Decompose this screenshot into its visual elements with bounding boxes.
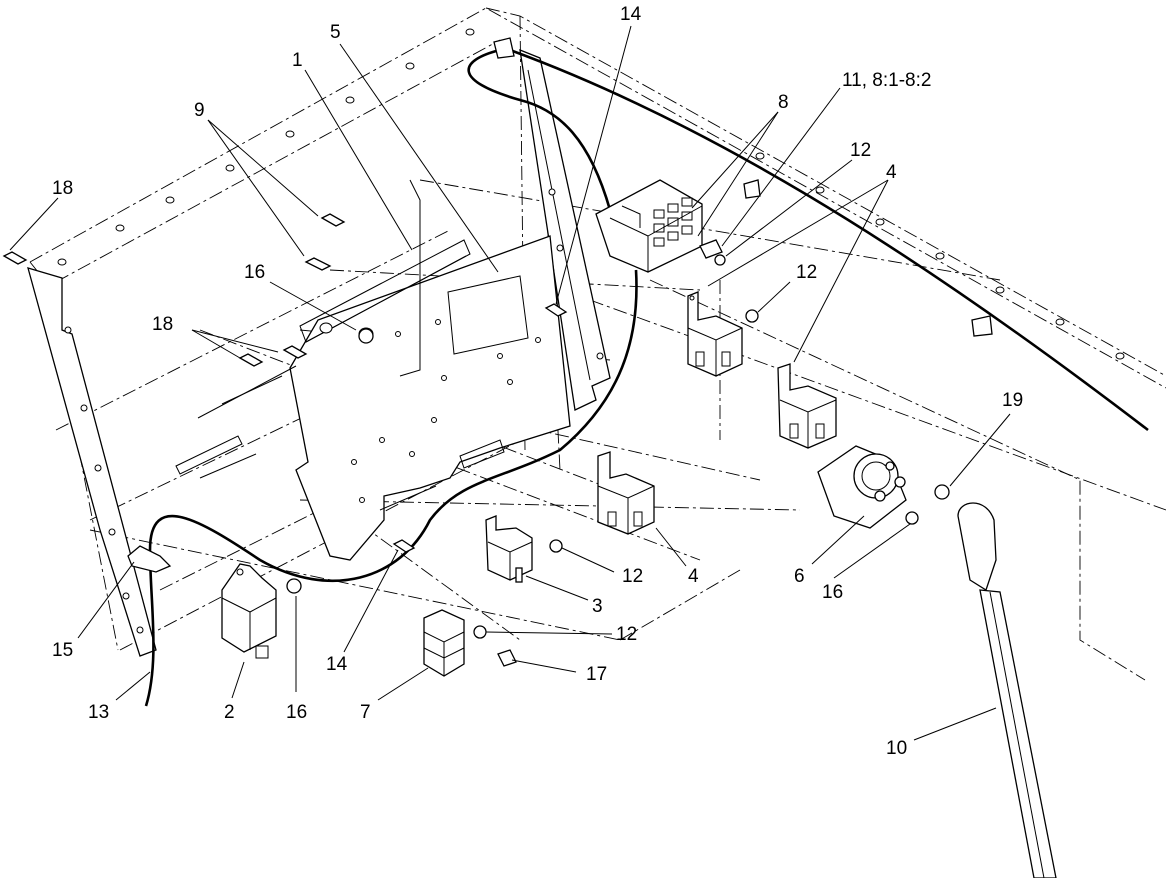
callout-labels: 1 5 14 8 11, 8:1-8:2 12 4 9 18 16 12 18 … [52,4,1023,759]
callout-12-a: 12 [850,140,871,161]
callout-16-right: 16 [822,582,843,603]
callout-13: 13 [88,702,109,723]
relay-4-upper [687,291,743,377]
callout-2: 2 [224,702,235,723]
callout-18-top: 18 [52,178,73,199]
top-rail-holes [57,28,1125,360]
callout-12-b: 12 [796,262,817,283]
connector-8 [595,179,703,273]
vertical-bracket [519,48,611,411]
callout-6: 6 [794,566,805,587]
bolts [2,213,568,553]
relay-4-middle [777,363,837,449]
label-decal [447,275,529,355]
callout-16-top: 16 [244,262,265,283]
callout-10: 10 [886,738,907,759]
relay-4-lower [597,451,655,535]
solenoid-6 [817,445,907,529]
callout-4-top: 4 [886,162,897,183]
relay-3 [485,515,533,583]
nuts [286,309,950,639]
clamp-15 [127,545,172,573]
callout-12-d: 12 [616,624,637,645]
callout-8: 8 [778,92,789,113]
callout-7: 7 [360,702,371,723]
callout-17: 17 [586,664,607,685]
cable-10 [957,502,1057,878]
wire-clips [493,37,993,337]
callout-18-mid: 18 [152,314,173,335]
fuse-block-7 [423,609,465,677]
panel-slots [175,365,297,479]
callout-11: 11, 8:1-8:2 [842,70,931,91]
callout-15: 15 [52,640,73,661]
callout-14-top: 14 [620,4,642,25]
callout-14-bot: 14 [326,654,348,675]
callout-12-c: 12 [622,566,643,587]
side-rail-left [27,267,157,657]
callout-16-bot: 16 [286,702,307,723]
callout-5: 5 [330,22,341,43]
callout-1: 1 [292,50,303,71]
clip-17 [497,649,517,667]
callout-9: 9 [194,100,205,121]
callout-4-bot: 4 [688,566,699,587]
terminal-11 [699,239,726,266]
leader-lines [9,25,1011,741]
callout-19: 19 [1002,390,1023,411]
module-2 [221,563,277,659]
callout-3: 3 [592,596,603,617]
